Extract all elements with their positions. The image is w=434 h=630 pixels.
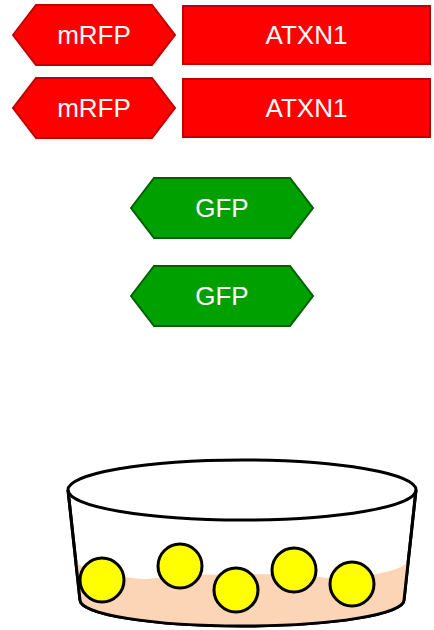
cell [80,558,124,602]
tag-hexagon-fill [13,5,175,65]
tag-hexagon-fill [131,266,313,326]
node-label: mRFP [57,93,131,124]
tag-hexagon: GFP [130,265,314,327]
cell [158,544,202,588]
tag-hexagon: GFP [130,177,314,239]
protein-box-fill [183,79,430,137]
node-label: GFP [195,193,248,224]
cell [330,562,374,606]
dish-medium-side [76,560,408,626]
tag-hexagon-fill [131,178,313,238]
node-label: GFP [195,281,248,312]
tag-hexagon: mRFP [12,4,176,66]
tag-hexagon: mRFP [12,77,176,139]
dish-outline [68,490,416,626]
node-label: ATXN1 [266,20,348,51]
protein-box: ATXN1 [182,78,431,138]
tag-hexagon-fill [13,78,175,138]
protein-box-fill [183,6,430,64]
node-label: ATXN1 [266,93,348,124]
node-label: mRFP [57,20,131,51]
protein-box: ATXN1 [182,5,431,65]
cells [80,544,374,612]
cell [214,568,258,612]
cell [272,548,316,592]
dish-rim [68,460,416,520]
